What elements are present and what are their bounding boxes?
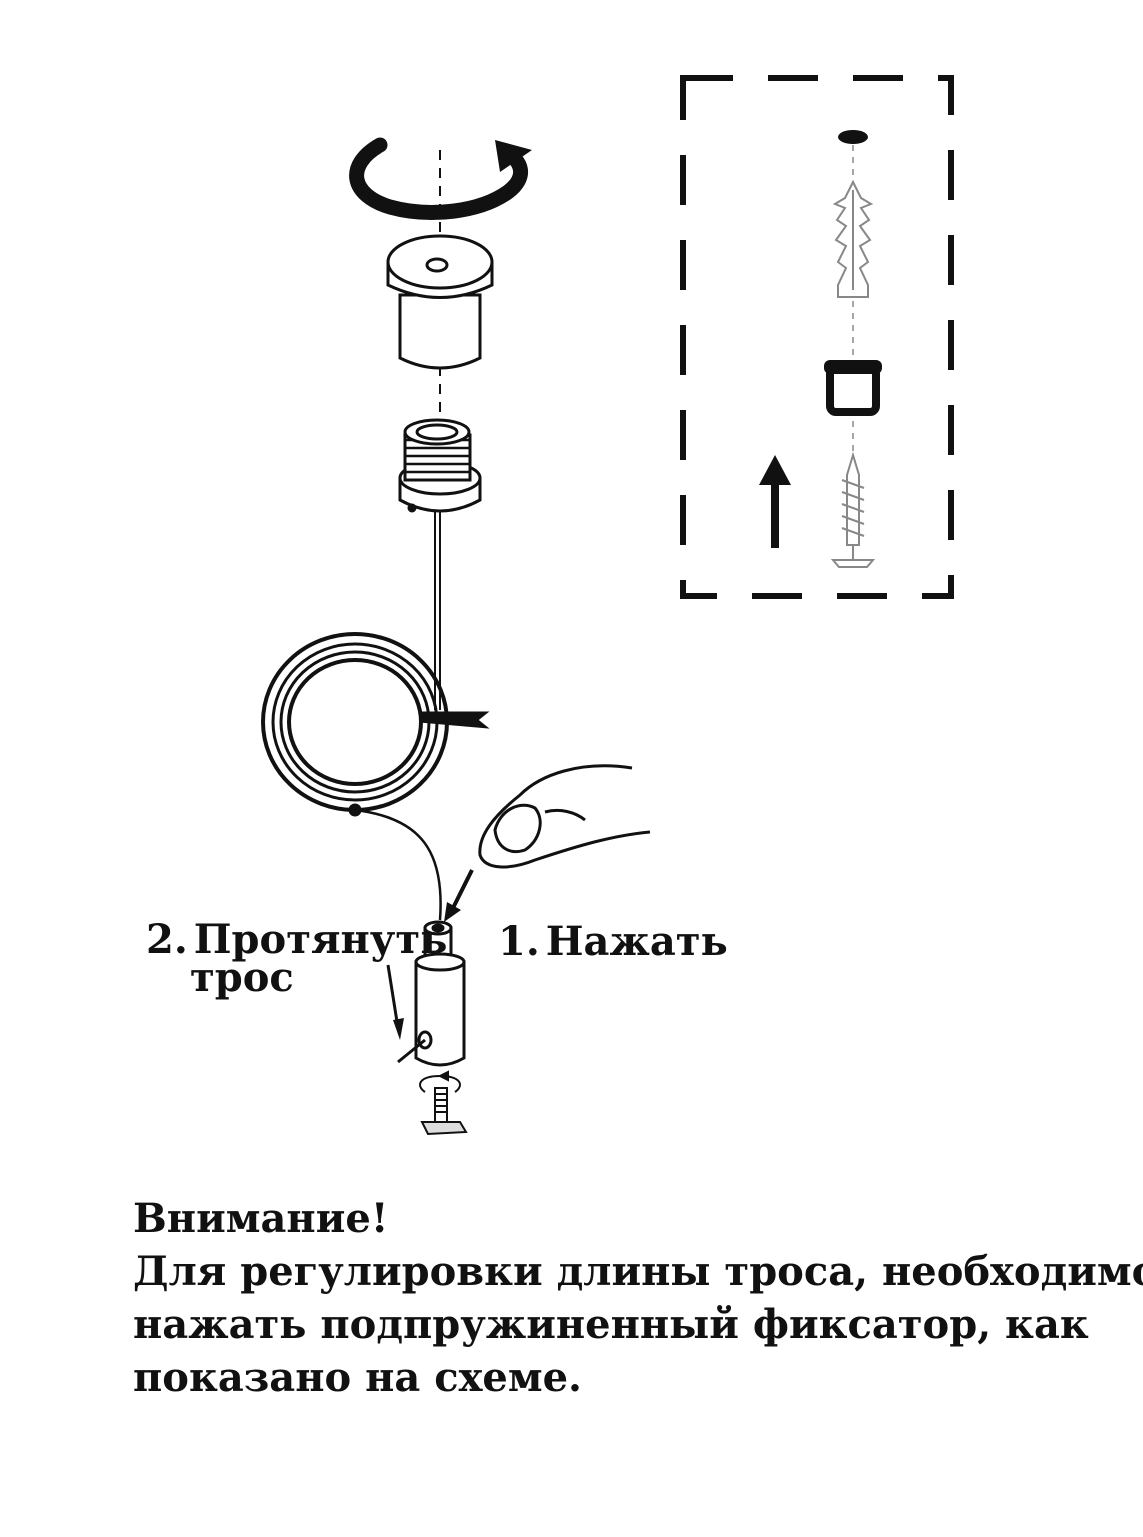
warning-line: Для регулировки длины троса, необходимо: [133, 1248, 1143, 1295]
press-label: 1.Нажать: [498, 922, 728, 962]
cable-coil: [261, 632, 490, 921]
press-step-text: Нажать: [545, 918, 728, 965]
threaded-fitting: [398, 418, 482, 513]
pull-step-line1: Протянуть: [193, 916, 448, 963]
rotation-arrow-icon: [349, 137, 532, 220]
cable-grip: [397, 920, 466, 1067]
warning-line: нажать подпружиненный фиксатор, как: [133, 1301, 1089, 1348]
pull-arrow: [386, 964, 400, 1029]
wall-plug-icon: [832, 179, 874, 298]
pull-cable-label: 2.Протянуть: [146, 920, 447, 960]
finger-icon: [478, 764, 651, 869]
washer-icon: [838, 130, 868, 144]
mounting-kit-box: [680, 75, 954, 599]
press-arrow: [450, 869, 474, 911]
press-step-number: 1.: [498, 918, 540, 965]
bushing-icon: [824, 360, 882, 416]
ceiling-cap: [386, 234, 494, 370]
bolt-icon: [419, 1070, 468, 1136]
warning-block: Внимание! Для регулировки длины троса, н…: [133, 1192, 1143, 1404]
screw-icon: [830, 451, 876, 568]
up-arrow-icon: [759, 455, 791, 548]
warning-line: показано на схеме.: [133, 1354, 582, 1401]
pull-step-number: 2.: [146, 916, 188, 963]
pull-cable-label-line2: трос: [190, 954, 294, 1001]
warning-title: Внимание!: [133, 1195, 389, 1242]
